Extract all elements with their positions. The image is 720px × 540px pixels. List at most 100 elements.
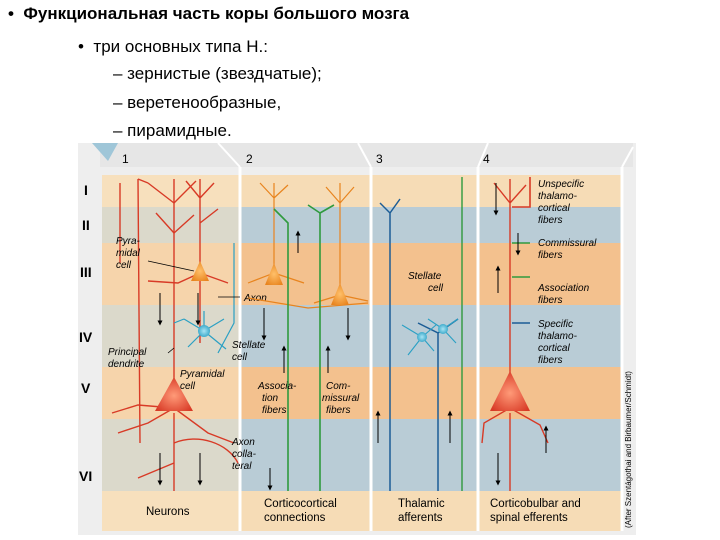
- specific-label: thalamo-: [538, 331, 578, 342]
- list-item: – пирамидные.: [113, 121, 232, 140]
- column-1-labels: Pyra- midal cell Axon Stellate cell Prin…: [108, 236, 267, 472]
- apical-tuft: [137, 178, 197, 234]
- upper-pyramidal-apical: [185, 179, 219, 271]
- commissural-right-label: fibers: [538, 250, 562, 261]
- unspecific-label: fibers: [538, 215, 562, 226]
- column-1-tint: [102, 175, 240, 531]
- column-2-labels: Associa- tion fibers Com- missural fiber…: [257, 381, 360, 416]
- specific-label: fibers: [538, 355, 562, 366]
- apical-dendrite: [493, 179, 527, 398]
- axon-label: Axon: [243, 293, 267, 304]
- bottom-label-efferents: spinal efferents: [490, 512, 568, 524]
- basal-dendrites: [111, 404, 235, 491]
- stellate-processes: [173, 243, 235, 354]
- pyramidal-label: cell: [180, 381, 196, 392]
- input-fibers: [512, 177, 531, 324]
- pyramidal-label: midal: [116, 248, 141, 259]
- column-dividers: [238, 167, 624, 531]
- afferent-fiber: [379, 198, 401, 491]
- slide-title: • Функциональная часть коры большого моз…: [8, 4, 409, 24]
- bottom-label-thalamic: afferents: [398, 512, 443, 524]
- layer-label: IV: [79, 329, 93, 345]
- stellate-label: cell: [428, 283, 444, 294]
- stellate-branches: [401, 318, 459, 356]
- signal-arrows: [157, 293, 203, 486]
- association-right-label: fibers: [538, 295, 562, 306]
- green-fibers: [273, 204, 335, 491]
- leader: [147, 260, 195, 272]
- principal-dendrite-label: dendrite: [108, 359, 145, 370]
- stellate-cell-body: [438, 324, 448, 334]
- axon-collateral-label: teral: [232, 461, 252, 472]
- unspecific-label: Unspecific: [538, 179, 584, 190]
- pyramidal-dendrites: [481, 179, 549, 491]
- title-text: Функциональная часть коры большого мозга: [23, 4, 410, 23]
- header-strip: [100, 143, 633, 167]
- pyramidal-label: cell: [116, 260, 132, 271]
- column-number: 3: [376, 152, 383, 166]
- commissural-right-label: Commissural: [538, 238, 597, 249]
- unspecific-label: cortical: [538, 203, 570, 214]
- specific-label: cortical: [538, 343, 570, 354]
- column-1-neurons: Pyra- midal cell Axon Stellate cell Prin…: [108, 178, 267, 491]
- column-3-thalamic: Stellate cell: [375, 177, 463, 491]
- column-number: 4: [483, 152, 490, 166]
- axon-collateral-label: colla-: [232, 449, 257, 460]
- divider: [621, 146, 634, 168]
- subtitle-bullet: •: [78, 37, 84, 56]
- subtitle-text: три основных типа Н.:: [93, 37, 268, 56]
- column-4-efferents: Unspecific thalamo- cortical fibers Comm…: [481, 177, 597, 491]
- column-number: 1: [122, 152, 129, 166]
- bottom-label-corticocortical: Corticocortical: [264, 498, 337, 510]
- signal-arrows: [493, 183, 549, 486]
- bottom-label-neurons: Neurons: [146, 506, 190, 518]
- stellate-label: cell: [232, 352, 248, 363]
- column-4-labels: Unspecific thalamo- cortical fibers Comm…: [537, 179, 597, 366]
- signal-arrows: [261, 230, 351, 491]
- association-label: fibers: [262, 405, 286, 416]
- signal-arrows: [375, 410, 453, 443]
- commissural-label: fibers: [326, 405, 350, 416]
- stellate-label: Stellate: [232, 340, 266, 351]
- slide-subtitle: • три основных типа Н.:: [78, 37, 268, 57]
- unspecific-label: thalamo-: [538, 191, 578, 202]
- association-fiber: [273, 208, 289, 491]
- list-item: – веретенообразные,: [113, 93, 282, 112]
- layer-label: I: [84, 182, 88, 198]
- association-label: tion: [262, 393, 279, 404]
- stellate-3-processes: [401, 318, 459, 356]
- figure-credit: (After Szentágothai and Birbaumer/Schmid…: [624, 371, 633, 528]
- pyramidal-cell-large: [155, 377, 193, 411]
- layer-label: III: [80, 264, 92, 280]
- cortex-layers-figure: 1 2 3 4 I II III IV V VI: [78, 143, 636, 535]
- layer-numerals: I II III IV V VI: [79, 182, 93, 484]
- commissural-label: missural: [322, 393, 360, 404]
- axon-collateral-label: Axon: [231, 437, 255, 448]
- layer-bands: [102, 175, 622, 531]
- stellate-axon: [217, 243, 235, 354]
- orange-pyramidal-cell: [331, 283, 349, 305]
- orange-pyramidal-cell: [265, 263, 283, 285]
- stellate-cell-body: [198, 325, 210, 337]
- corner-accent: [92, 143, 118, 161]
- header-perspective-lines: [217, 143, 634, 168]
- pyramidal-cell-efferent: [490, 371, 530, 411]
- specific-label: Specific: [538, 319, 573, 330]
- association-label: Associa-: [257, 381, 297, 392]
- layer-label: V: [81, 380, 91, 396]
- dendrite-line: [119, 178, 141, 444]
- column-numbers: 1 2 3 4: [122, 152, 490, 166]
- axon-collateral-path: [137, 438, 239, 479]
- pyramidal-cell-small: [191, 261, 209, 281]
- column-2-corticocortical: Associa- tion fibers Com- missural fiber…: [247, 182, 369, 491]
- column-number: 2: [246, 152, 253, 166]
- bottom-label-corticocortical: connections: [264, 512, 326, 524]
- commissural-label: Com-: [326, 381, 351, 392]
- leader: [167, 347, 175, 354]
- title-bullet: •: [8, 4, 14, 23]
- association-fiber: [307, 204, 335, 491]
- pyramidal-label: Pyra-: [116, 236, 141, 247]
- bottom-label-efferents: Corticobulbar and: [490, 498, 581, 510]
- list-item: – зернистые (звездчатые);: [113, 64, 322, 83]
- divider: [217, 143, 241, 168]
